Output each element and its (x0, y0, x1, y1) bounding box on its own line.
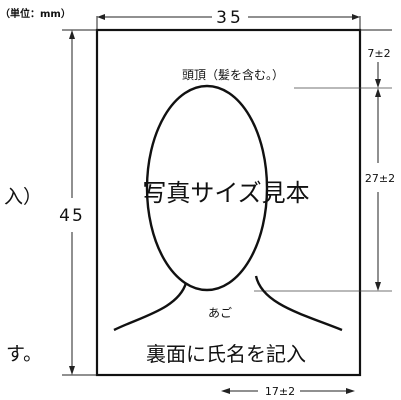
right-shoulder (254, 275, 343, 332)
face-height-label: 27±2 (365, 172, 395, 185)
right-dimensions (254, 29, 392, 292)
center-label: 写真サイズ見本 (142, 179, 309, 207)
chin-offset-dimension (221, 388, 355, 394)
left-shoulder (113, 282, 188, 332)
top-margin-label: 7±2 (367, 47, 390, 60)
unit-label: （単位：mm） (0, 7, 71, 20)
left-fragment-paren: 入） (4, 186, 42, 208)
width-label: 35 (216, 8, 244, 28)
chin-label: あご (208, 305, 232, 320)
height-label: 45 (59, 206, 85, 226)
face-outline (145, 84, 269, 292)
chin-offset-label: 17±2 (265, 385, 295, 398)
height-dimension (62, 29, 97, 376)
crown-label: 頭頂（髪を含む。） (182, 67, 284, 82)
bottom-label: 裏面に氏名を記入 (146, 342, 306, 366)
left-fragment-su: す。 (6, 343, 42, 365)
width-dimension (96, 14, 361, 30)
